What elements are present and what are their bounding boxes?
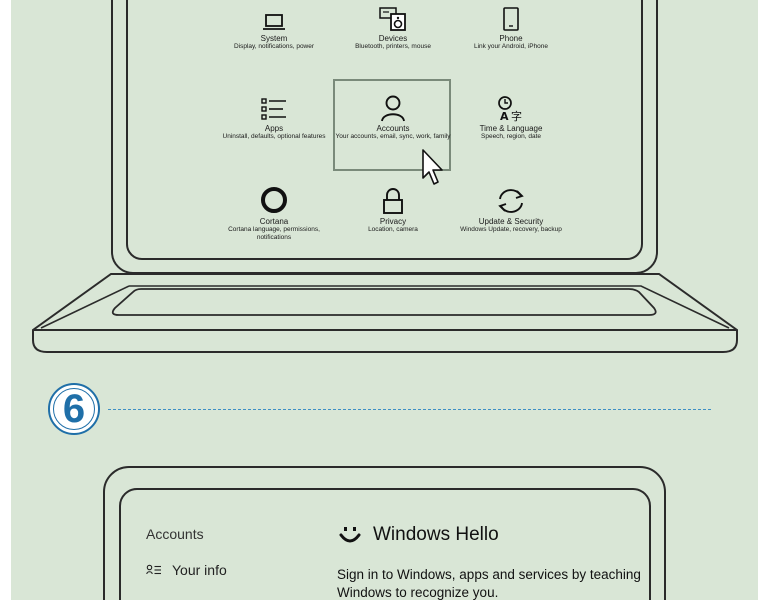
windows-hello-description: Sign in to Windows, apps and services by… [337,567,641,600]
step-divider-line [108,409,711,410]
tile-subtitle: Link your Android, iPhone [473,43,549,50]
person-list-icon [146,564,162,576]
tile-title: Apps [264,124,284,133]
windows-hello-title: Windows Hello [373,524,499,545]
tile-subtitle: Bluetooth, printers, mouse [355,43,431,50]
tile-title: Phone [499,34,523,43]
sidebar-item-label: Your info [172,562,227,578]
tile-subtitle: Speech, region, date [481,133,541,140]
tile-update-security[interactable]: Update & Security Windows Update, recove… [451,185,571,234]
tile-apps[interactable]: Apps Uninstall, defaults, optional featu… [214,92,334,141]
tile-title: Time & Language [479,124,543,133]
mouse-pointer-icon [421,148,445,193]
tile-subtitle: Uninstall, defaults, optional features [222,133,326,140]
tile-title: Devices [378,34,408,43]
tile-subtitle: Windows Update, recovery, backup [460,226,562,233]
settings-window [126,0,643,260]
apps-list-icon [214,92,334,122]
person-icon [333,92,453,122]
windows-hello-heading: Windows Hello [339,524,499,546]
tile-title: Update & Security [478,217,544,226]
tile-subtitle: Your accounts, email, sync, work, family [335,133,451,140]
cortana-ring-icon [214,185,334,215]
tile-title: Cortana [259,217,289,226]
step-number-badge: 6 [48,383,100,435]
step-number: 6 [62,387,86,431]
tile-title: Accounts [376,124,410,133]
keyboard-speaker-icon [333,2,453,32]
smiley-face-icon [339,525,361,545]
tile-accounts[interactable]: Accounts Your accounts, email, sync, wor… [333,92,453,141]
tile-subtitle: Location, camera [368,226,418,233]
tile-phone[interactable]: Phone Link your Android, iPhone [451,2,571,51]
svg-text:A: A [500,110,509,122]
tile-cortana[interactable]: Cortana Cortana language, permissions, n… [214,185,334,242]
svg-text:字: 字 [511,109,522,122]
laptop-base [29,272,741,361]
phone-icon [451,2,571,32]
sidebar-title: Accounts [146,526,204,542]
illustration-panel: System Display, notifications, power Dev… [11,0,758,600]
tile-system[interactable]: System Display, notifications, power [214,2,334,51]
accounts-window [119,488,651,600]
laptop-screen-bezel-2 [103,466,666,600]
laptop-icon [214,2,334,32]
tile-title: System [260,34,288,43]
tile-title: Privacy [379,217,407,226]
tile-subtitle: Cortana language, permissions, notificat… [228,226,320,241]
selected-tile-highlight [333,79,451,171]
tile-privacy[interactable]: Privacy Location, camera [333,185,453,234]
lock-icon [333,185,453,215]
sync-arrows-icon [451,185,571,215]
sidebar-item-your-info[interactable]: Your info [146,562,227,578]
tile-subtitle: Display, notifications, power [233,43,315,50]
tile-devices[interactable]: Devices Bluetooth, printers, mouse [333,2,453,51]
